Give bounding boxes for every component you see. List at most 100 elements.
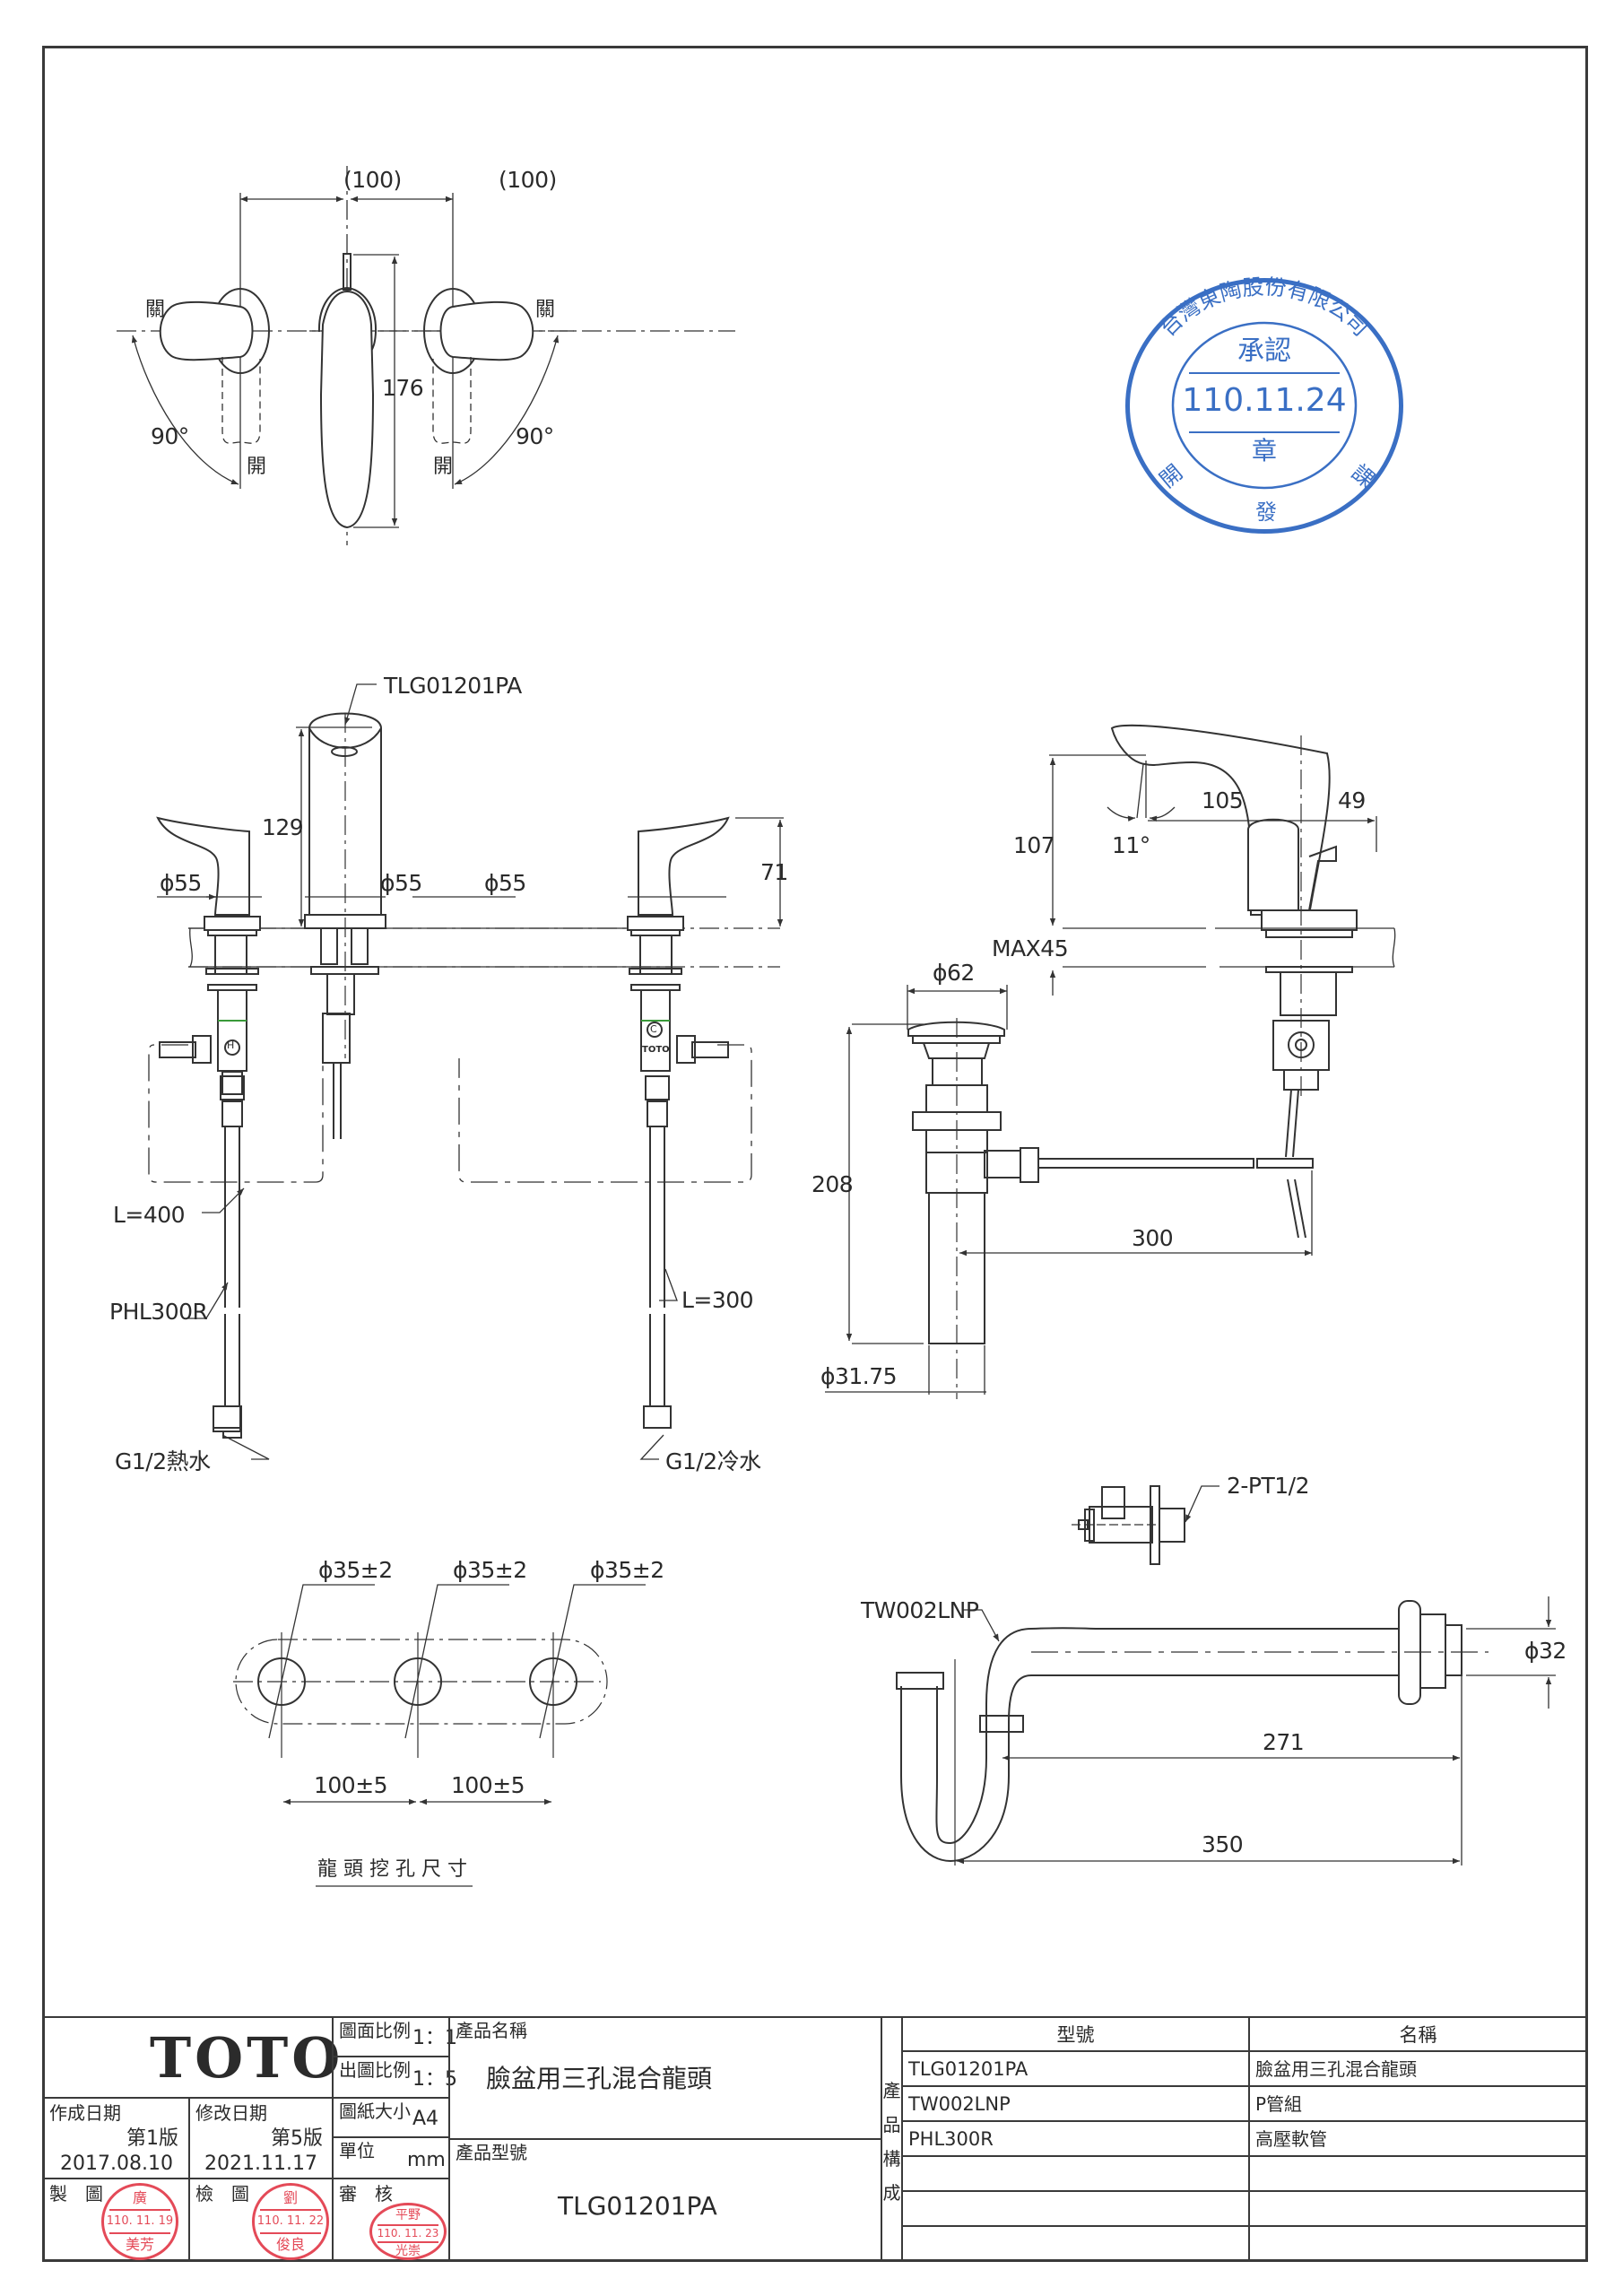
print-scale-cell: 出圖比例 1：5 [332, 2056, 457, 2099]
stamp-checked: 劉 110. 11. 22 俊良 [252, 2183, 329, 2260]
right-rotation-angle: 90° [516, 423, 554, 449]
print-scale-value: 1：5 [412, 2068, 457, 2091]
hot-mark: H [227, 1039, 235, 1051]
components-header-model: 型號 [901, 2016, 1250, 2052]
revised-date: 2021.11.17 [204, 2152, 317, 2175]
product-model-cell: 產品型號 TLG01201PA [448, 2138, 882, 2262]
stamp-drawn: 廣 110. 11. 19 美芳 [101, 2183, 178, 2260]
component-name: 高壓軟管 [1255, 2128, 1327, 2150]
hole-layout-caption: 龍 頭 挖 孔 尺 寸 [317, 1858, 467, 1881]
dim-handle-height: 71 [760, 859, 788, 885]
composition-char-2: 品 [882, 2114, 901, 2135]
paper-size-cell: 圖紙大小 A4 [332, 2097, 450, 2138]
left-handle-close-label: 關 [145, 299, 166, 321]
component-model-cell: PHL300R [901, 2120, 1250, 2157]
composition-label-cell: 產 品 構 成 [881, 2016, 903, 2262]
approval-stamp-top: 承認 [1237, 335, 1291, 367]
dim-top-spacing-right: (100) [499, 167, 557, 193]
stamp-approved: 平野 110. 11. 23 光崇 [369, 2203, 447, 2260]
component-name-cell: 臉盆用三孔混合龍頭 [1248, 2050, 1588, 2087]
revised-cell: 修改日期 第5版 2021.11.17 [188, 2097, 334, 2179]
hot-water-connection: G1/2熱水 [115, 1448, 211, 1474]
dim-hole-1: ϕ35±2 [318, 1557, 393, 1583]
dim-spout-length: 176 [382, 375, 424, 401]
dim-hole-spacing-1: 100±5 [314, 1772, 388, 1798]
dim-hole-3: ϕ35±2 [590, 1557, 664, 1583]
dim-handle-offset: 49 [1338, 787, 1366, 813]
p-trap-callout: TW002LNP [861, 1597, 979, 1623]
dim-drain-dia: ϕ62 [933, 960, 975, 986]
checked-label: 檢 圖 [195, 2183, 249, 2205]
component-name-cell [1248, 2155, 1588, 2192]
product-model: TLG01201PA [558, 2191, 717, 2221]
scale-label: 圖面比例 [339, 2020, 411, 2041]
dim-trap-outlet-dia: ϕ32 [1524, 1638, 1567, 1664]
print-scale-label: 出圖比例 [339, 2059, 411, 2081]
approved-label: 審 核 [339, 2183, 393, 2205]
dim-hole-spacing-2: 100±5 [451, 1772, 525, 1798]
top-view [117, 166, 735, 545]
approval-stamp: 台灣東陶股份有限公司 承認 110.11.24 章 開 發 課 [1125, 274, 1403, 534]
dim-spout-reach: 105 [1202, 787, 1244, 813]
component-model-cell [901, 2190, 1250, 2227]
component-model-cell: TW002LNP [901, 2085, 1250, 2122]
hose-length-right: L=300 [681, 1287, 754, 1313]
right-handle-close-label: 關 [535, 299, 556, 321]
left-rotation-angle: 90° [151, 423, 189, 449]
stop-valve-callout: 2-PT1/2 [1227, 1473, 1310, 1499]
component-name-cell [1248, 2225, 1588, 2262]
side-view [825, 724, 1396, 1399]
component-model-cell: TLG01201PA [901, 2050, 1250, 2087]
created-label: 作成日期 [49, 2102, 121, 2124]
right-handle-open-label: 開 [433, 456, 454, 478]
left-handle-open-label: 開 [247, 456, 267, 478]
dim-top-spacing-left: (100) [343, 167, 402, 193]
svg-text:台灣東陶股份有限公司: 台灣東陶股份有限公司 [1155, 274, 1373, 342]
dim-drain-length: 208 [812, 1171, 854, 1197]
unit-cell: 單位 mm [332, 2136, 450, 2179]
composition-char-4: 成 [882, 2182, 901, 2204]
component-name-cell [1248, 2190, 1588, 2227]
composition-char-1: 產 [882, 2080, 901, 2101]
stop-valve-drawing [1072, 1485, 1219, 1565]
approval-stamp-mid: 章 [1251, 436, 1277, 465]
scale-value: 1：1 [412, 2027, 457, 2049]
approval-stamp-bottom-center: 發 [1255, 500, 1277, 525]
created-date: 2017.08.10 [60, 2152, 173, 2175]
product-name-label: 產品名稱 [456, 2020, 527, 2041]
toto-logo: TOTO [150, 2025, 344, 2091]
hose-length-left: L=400 [113, 1202, 186, 1228]
approval-stamp-date: 110.11.24 [1182, 382, 1347, 419]
component-model: TLG01201PA [908, 2058, 1028, 2080]
drawn-label: 製 圖 [49, 2183, 103, 2205]
component-name: P管組 [1255, 2093, 1303, 2115]
unit-label: 單位 [339, 2140, 375, 2161]
component-name: 臉盆用三孔混合龍頭 [1255, 2058, 1417, 2080]
components-table: 型號 名稱 TLG01201PA 臉盆用三孔混合龍頭 TW002LNP P管組 PHL3… [901, 2016, 1588, 2262]
dim-trap-inner-length: 271 [1263, 1729, 1305, 1755]
cold-water-connection: G1/2冷水 [665, 1448, 761, 1474]
hose-model-callout: PHL300R [109, 1299, 208, 1325]
component-name-cell: P管組 [1248, 2085, 1588, 2122]
component-model: TW002LNP [908, 2093, 1011, 2115]
component-name-cell: 高壓軟管 [1248, 2120, 1588, 2157]
dim-spout-clearance: 107 [1013, 832, 1055, 858]
component-model-cell [901, 2225, 1250, 2262]
dim-spout-angle: 11° [1112, 832, 1150, 858]
component-model: PHL300R [908, 2128, 994, 2150]
composition-char-3: 構 [882, 2148, 901, 2170]
dim-pop-rod-length: 300 [1132, 1225, 1174, 1251]
product-name: 臉盆用三孔混合龍頭 [486, 2064, 713, 2093]
created-cell: 作成日期 第1版 2017.08.10 [42, 2097, 190, 2179]
components-header-name: 名稱 [1248, 2016, 1588, 2052]
unit-value: mm [407, 2149, 446, 2171]
front-view [148, 683, 784, 1460]
created-version: 第1版 [126, 2127, 178, 2150]
dim-base-dia-center: ϕ55 [380, 870, 422, 896]
paper-size-label: 圖紙大小 [339, 2100, 411, 2122]
paper-size-value: A4 [412, 2108, 439, 2130]
valve-brand-mark: TOTO [642, 1045, 670, 1055]
product-model-label: 產品型號 [456, 2142, 527, 2163]
spout-model-callout: TLG01201PA [384, 673, 522, 699]
dim-hole-2: ϕ35±2 [453, 1557, 527, 1583]
